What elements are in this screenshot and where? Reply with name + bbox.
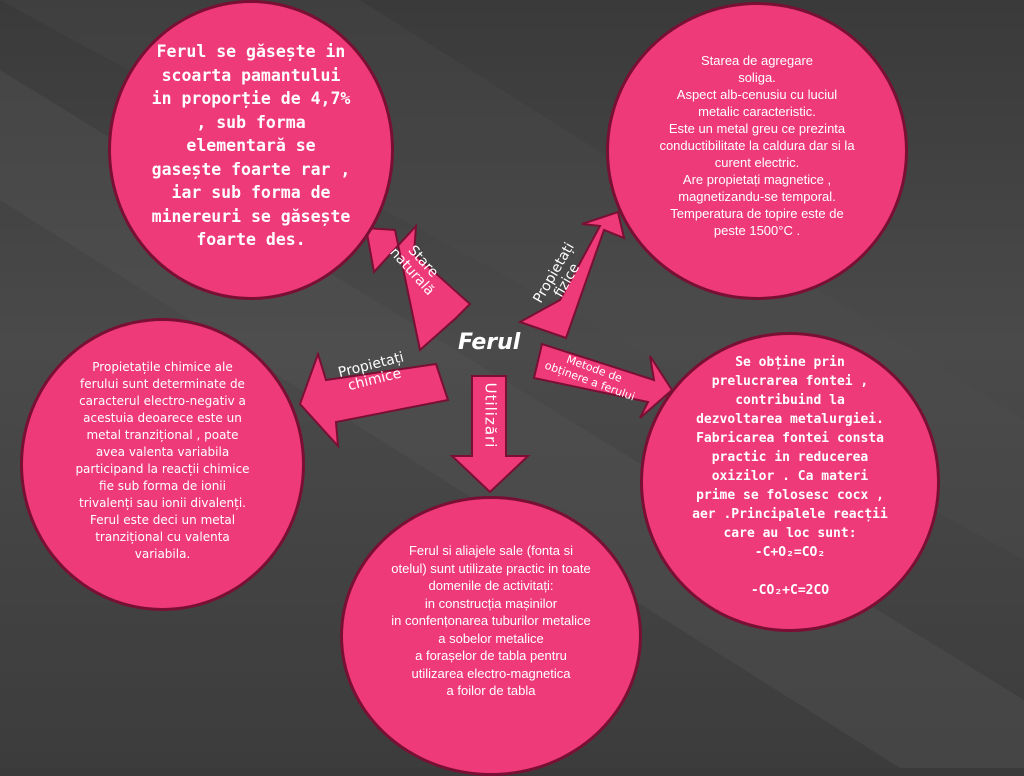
circle-propietati-fizice: Starea de agregare soliga. Aspect alb-ce… [606, 2, 908, 300]
circle-text-propietati-chimice: Propietațile chimice ale ferului sunt de… [75, 359, 250, 561]
circle-text-stare-naturala: Ferul se găsește in scoarta pamantului i… [151, 42, 351, 250]
circle-text-propietati-fizice: Starea de agregare soliga. Aspect alb-ce… [659, 52, 855, 238]
arrow-stare-naturala [364, 223, 472, 352]
circle-stare-naturala: Ferul se găsește in scoarta pamantului i… [108, 0, 394, 300]
circle-text-utilizari: Ferul si aliajele sale (fonta si otelul)… [391, 543, 591, 699]
arrow-propietati-fizice [517, 210, 626, 340]
circle-text-metode-obtinere: Se obține prin prelucrarea fontei , cont… [692, 354, 888, 598]
center-label-ferul: Ferul [458, 330, 521, 355]
arrow-metode [532, 342, 674, 419]
arrow-label-utilizari: Utilizări [481, 382, 500, 449]
arrow-utilizari [449, 375, 531, 494]
circle-propietati-chimice: Propietațile chimice ale ferului sunt de… [20, 318, 305, 611]
circle-utilizari: Ferul si aliajele sale (fonta si otelul)… [340, 496, 642, 776]
arrow-propietati-chimice [298, 350, 450, 449]
circle-metode-obtinere: Se obține prin prelucrarea fontei , cont… [640, 332, 940, 632]
